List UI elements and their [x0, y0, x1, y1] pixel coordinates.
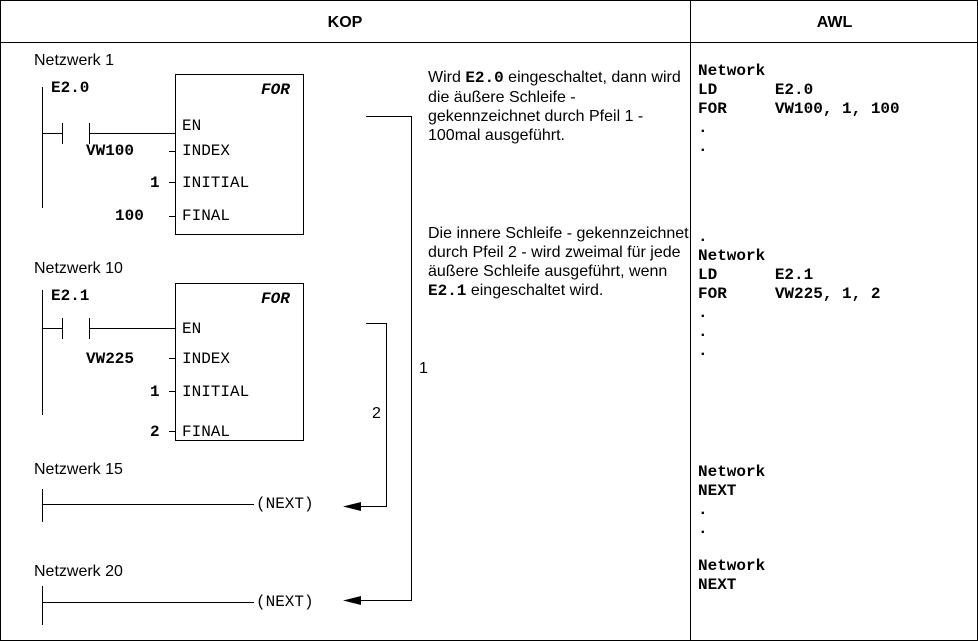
arrow-label-1: 1: [419, 360, 428, 377]
awl-line: .: [698, 119, 708, 137]
awl-line: Network: [698, 62, 766, 80]
awl-line: .: [698, 520, 708, 538]
awl-line: NEXT: [698, 576, 737, 594]
input-initial-1: 1: [150, 174, 160, 192]
awl-line: Network: [698, 247, 766, 265]
awl-line: Network: [698, 463, 766, 481]
pin-final-10: FINAL: [182, 423, 231, 441]
awl-line: .: [698, 138, 708, 156]
header-kop: KOP: [327, 14, 363, 31]
pin-initial-1: INITIAL: [182, 174, 250, 192]
awl-line: .: [698, 323, 708, 341]
coil-next-15: (NEXT): [256, 495, 314, 513]
description-paragraph-2: Die innere Schleife - gekennzeichnet dur…: [428, 225, 689, 300]
pin-en-1: EN: [182, 117, 202, 135]
loop-arrows: [360, 116, 412, 601]
awl-line: NEXT: [698, 482, 737, 500]
network-1-ladder: [42, 74, 304, 235]
network-20-ladder: [42, 586, 254, 625]
input-initial-10: 1: [150, 383, 160, 401]
input-index-10: VW225: [86, 350, 135, 368]
description-paragraph-1: Wird E2.0 eingeschaltet, dann wird die ä…: [428, 69, 681, 144]
outer-arrowhead: [343, 596, 361, 605]
network-label-1: Netzwerk 1: [34, 52, 115, 69]
input-final-10: 2: [150, 423, 160, 441]
inner-loop-arrow: [360, 323, 387, 507]
pin-en-10: EN: [182, 320, 202, 338]
awl-line: LD E2.1: [698, 266, 814, 284]
pin-index-10: INDEX: [182, 350, 231, 368]
pin-final-1: FINAL: [182, 207, 231, 225]
network-10-ladder: [42, 283, 304, 441]
for-box-title-10: FOR: [261, 290, 290, 308]
for-box-title-1: FOR: [261, 81, 290, 99]
awl-line: .: [698, 304, 708, 322]
pin-initial-10: INITIAL: [182, 383, 250, 401]
network-label-15: Netzwerk 15: [34, 461, 123, 478]
network-label-10: Netzwerk 10: [34, 260, 123, 277]
network-label-20: Netzwerk 20: [34, 563, 123, 580]
awl-line: .: [698, 501, 708, 519]
awl-line: .: [698, 228, 708, 246]
network-15-ladder: [42, 489, 254, 522]
awl-line: Network: [698, 557, 766, 575]
input-final-1: 100: [115, 207, 144, 225]
for-box-1: [175, 74, 304, 235]
contact-label-e20: E2.0: [51, 79, 90, 97]
outer-loop-arrow: [360, 116, 412, 601]
inner-arrowhead: [343, 502, 361, 511]
for-box-10: [175, 283, 304, 441]
awl-line: LD E2.0: [698, 81, 814, 99]
input-index-1: VW100: [86, 142, 135, 160]
header-awl: AWL: [816, 14, 853, 31]
contact-label-e21: E2.1: [51, 287, 90, 305]
awl-line: FOR VW225, 1, 2: [698, 285, 881, 303]
pin-index-1: INDEX: [182, 142, 231, 160]
coil-next-20: (NEXT): [256, 593, 314, 611]
arrow-label-2: 2: [372, 405, 381, 422]
awl-line: .: [698, 342, 708, 360]
awl-line: FOR VW100, 1, 100: [698, 100, 900, 118]
